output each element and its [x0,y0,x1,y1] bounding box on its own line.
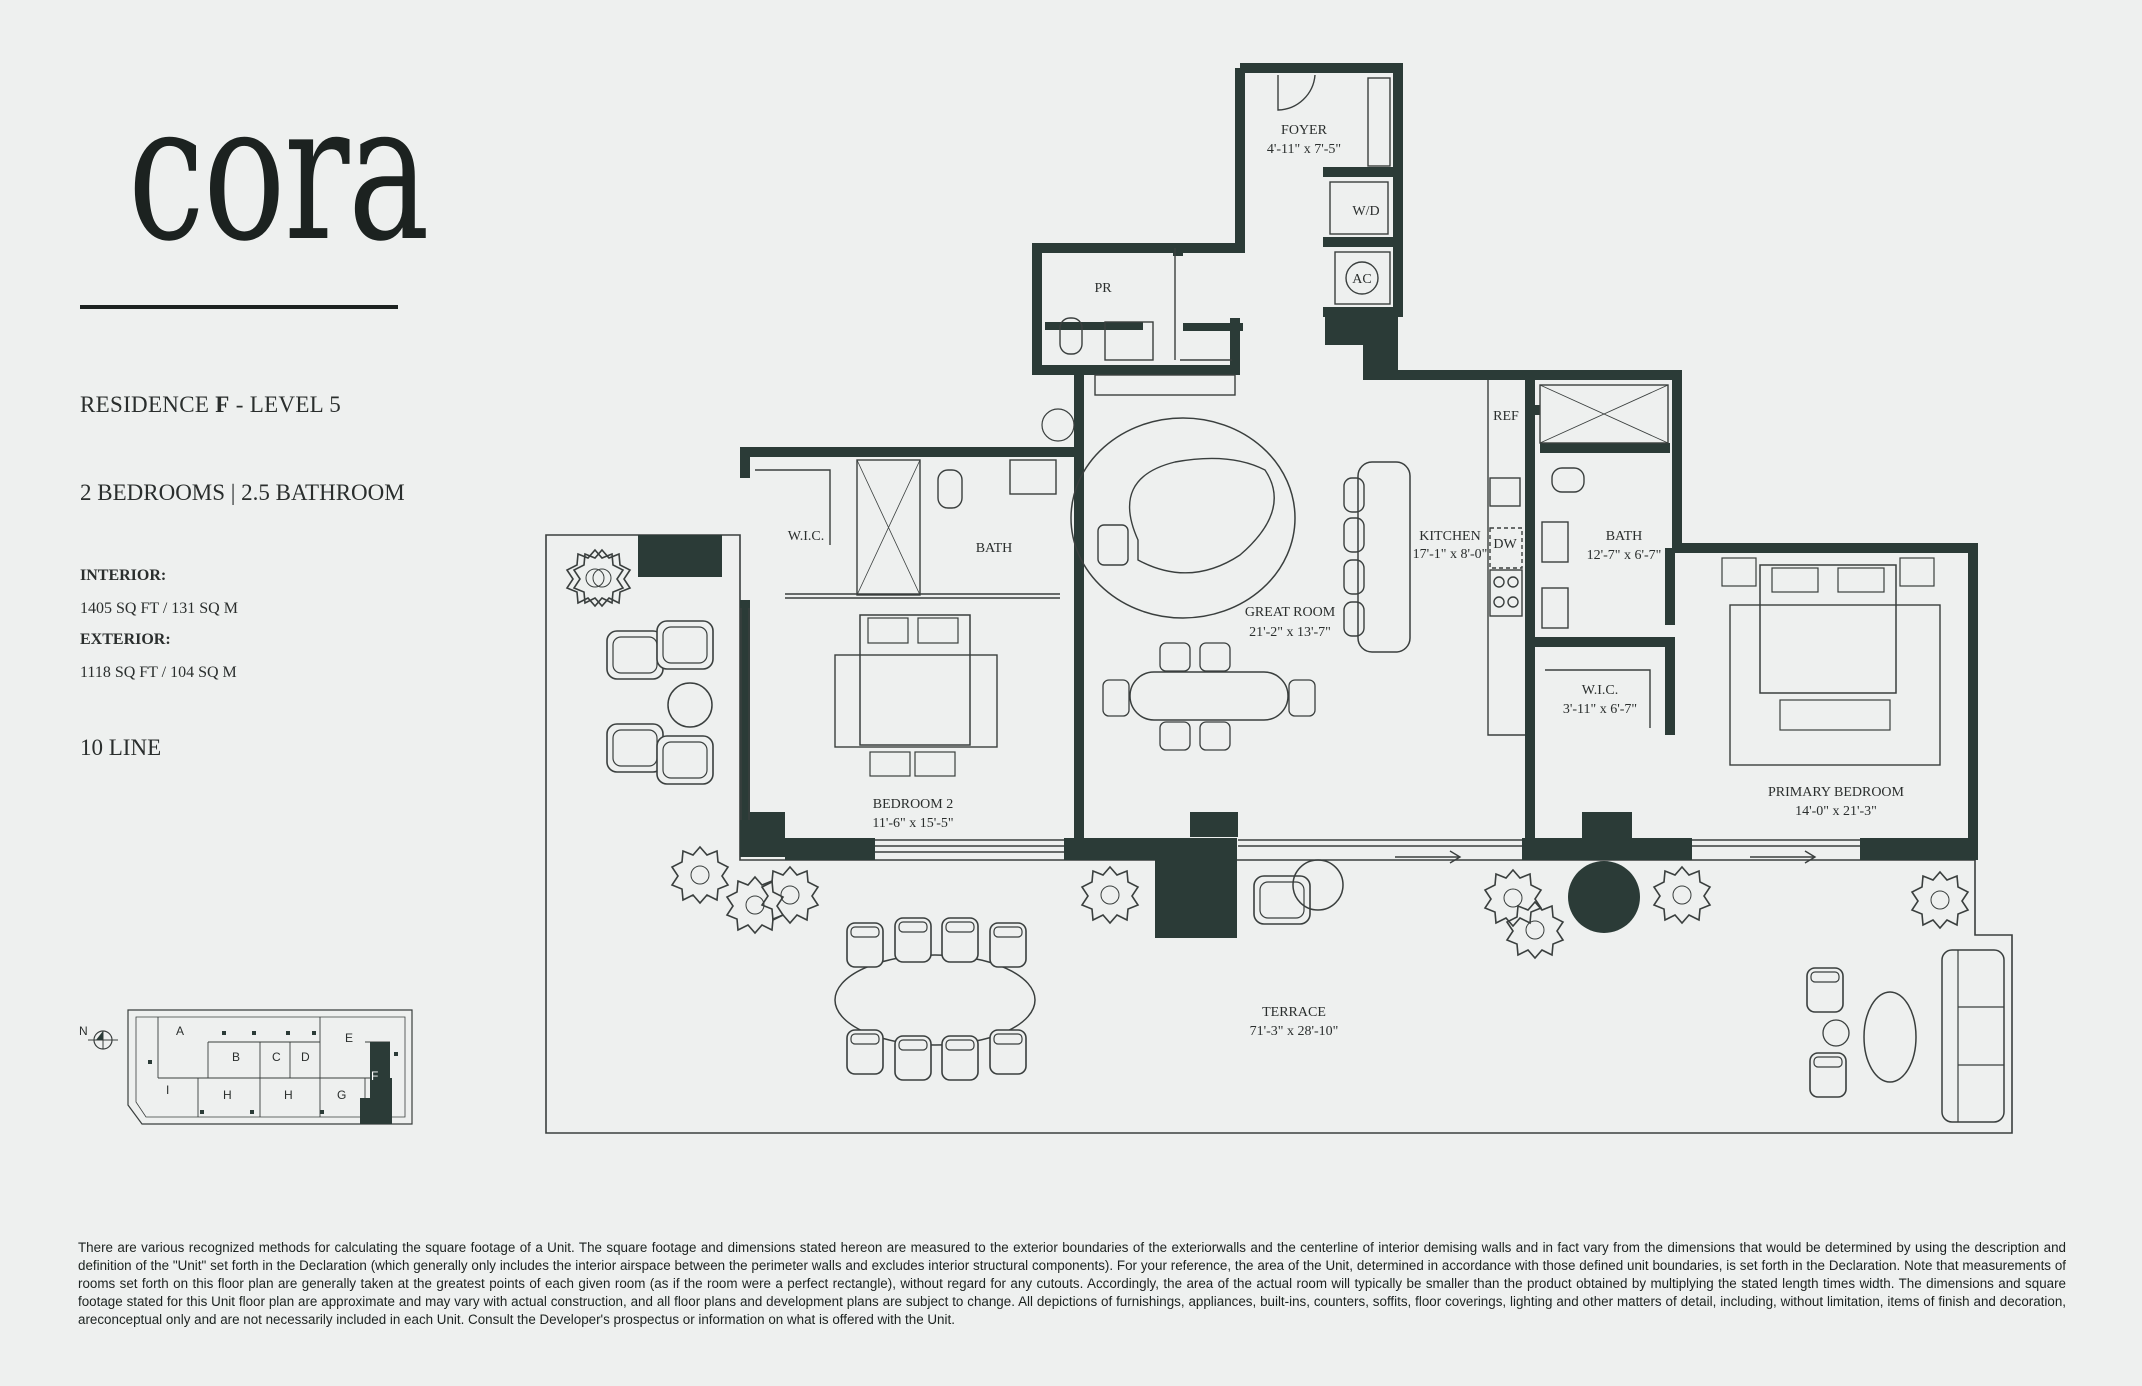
primary-bath-name: BATH [1606,529,1643,544]
cooktop [1489,569,1523,617]
kitchen-island [1357,461,1411,653]
dw-label: DW [1493,537,1517,552]
bed-bath-count: 2 BEDROOMS | 2.5 BATHROOM [80,480,405,505]
residence-level: LEVEL 5 [249,392,342,417]
ac-unit [1345,261,1379,295]
bedroom2-dims: 11'-6" x 15'-5" [872,816,953,831]
shower [856,459,921,596]
rug [834,654,998,748]
residence-prefix: RESIDENCE [80,392,210,417]
bedroom2-name: BEDROOM 2 [873,797,954,812]
exterior-label: EXTERIOR: [80,631,171,648]
bed [859,614,971,746]
dishwasher [1489,527,1523,569]
great-room-dims: 21'-2" x 13'-7" [1249,625,1331,640]
dining-chairs [1102,642,1316,751]
key-unit-a: A [176,1024,184,1038]
logo-divider [80,305,398,309]
bar-stools [1343,477,1365,637]
terrace-furniture [566,549,2005,1123]
great-room-name: GREAT ROOM [1245,605,1336,620]
interior-label: INTERIOR: [80,567,167,584]
residence-title: RESIDENCE F - LEVEL 5 [80,392,341,418]
sink [1104,321,1154,361]
toilet [1059,317,1083,355]
foyer-dims: 4'-11" x 7'-5" [1267,142,1341,157]
wd-label: W/D [1352,204,1379,219]
foyer-name: FOYER [1281,123,1328,138]
key-plan-unit-f [360,1042,392,1124]
terrace-dims: 71'-3" x 28'-10" [1250,1024,1339,1039]
plant-icon [1041,408,1075,442]
residence-separator: - [235,392,244,417]
bath2-label: BATH [976,541,1013,556]
ref-label: REF [1493,409,1519,424]
key-unit-c: C [272,1050,281,1064]
unit-line: 10 LINE [80,735,162,760]
key-unit-h2: H [284,1088,293,1102]
pr-label: PR [1094,281,1112,296]
residence-letter: F [215,392,230,417]
ac-label: AC [1352,272,1371,287]
key-unit-e: E [345,1031,353,1045]
terrace-name: TERRACE [1262,1005,1326,1020]
north-label: N [79,1024,88,1038]
key-unit-b: B [232,1050,240,1064]
exterior-value: 1118 SQ FT / 104 SQ M [80,664,237,681]
dining-table [1129,671,1289,721]
key-unit-g: G [337,1088,346,1102]
unit-walls [740,63,1978,860]
column [1568,861,1640,933]
wall-blocks [638,312,1975,938]
key-unit-d: D [301,1050,310,1064]
brand-logo: cora [128,62,430,283]
sofa [1128,457,1275,574]
interior-value: 1405 SQ FT / 131 SQ M [80,600,238,617]
wic2-label: W.I.C. [788,529,824,544]
primary-wic-dims: 3'-11" x 6'-7" [1563,702,1637,717]
primary-wic-name: W.I.C. [1582,683,1618,698]
kitchen-name: KITCHEN [1419,529,1480,544]
key-unit-i: I [166,1083,169,1097]
washer-dryer [1329,181,1389,235]
terrace-sofa [1941,949,2005,1123]
rug [1729,604,1941,766]
kitchen-dims: 17'-1" x 8'-0" [1413,547,1488,562]
window-lines [740,608,1860,864]
terrace-dining-table [834,954,1036,1046]
legal-disclaimer: There are various recognized methods for… [78,1240,2066,1327]
primary-bedroom-dims: 14'-0" x 21'-3" [1795,804,1877,819]
bed [1759,564,1897,694]
key-plan: A B C D E I H H G F N [79,1009,413,1125]
key-unit-h1: H [223,1088,232,1102]
primary-bedroom-name: PRIMARY BEDROOM [1768,785,1905,800]
rug [1070,417,1296,619]
key-unit-f: F [371,1069,378,1083]
primary-bath-dims: 12'-7" x 6'-7" [1587,548,1662,563]
